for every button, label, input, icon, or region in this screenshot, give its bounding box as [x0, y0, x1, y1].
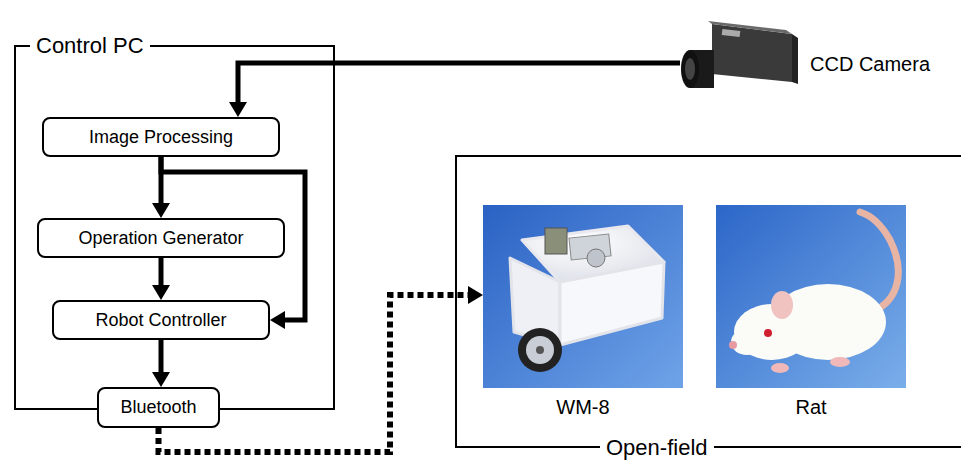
node-label: Robot Controller — [95, 310, 226, 331]
data-flow-arrow — [152, 258, 170, 300]
open-field-region: Open-fieldWM-8Rat — [455, 155, 961, 448]
node-label: WM-8 — [483, 395, 683, 419]
arrowhead — [152, 372, 170, 387]
node-label: Rat — [716, 395, 906, 419]
data-flow-arrow — [152, 340, 170, 387]
wm8-robot-photo — [483, 205, 683, 388]
node-label: Bluetooth — [120, 397, 196, 418]
rat-node: Rat — [716, 205, 906, 423]
process-box: Image Processing — [42, 117, 280, 157]
arrowhead — [270, 311, 285, 329]
node-label: Control PC — [30, 33, 150, 59]
process-box: Operation Generator — [37, 218, 285, 258]
node-label: Open-field — [600, 435, 714, 461]
data-flow-arrow — [229, 63, 680, 117]
node-label: CCD Camera — [810, 52, 930, 76]
bluetooth-box: Bluetooth — [97, 387, 220, 428]
robot-node: WM-8 — [483, 205, 683, 423]
arrowhead — [468, 286, 483, 304]
arrowhead — [229, 102, 247, 117]
camera-node: CCD Camera — [680, 20, 942, 106]
arrowhead — [152, 285, 170, 300]
control-pc-frame: Control PCImage ProcessingOperation Gene… — [14, 45, 335, 410]
connector-line — [238, 63, 680, 104]
process-box: Robot Controller — [52, 300, 270, 340]
rat-photo — [716, 205, 906, 388]
node-label: Image Processing — [89, 127, 233, 148]
connector-line — [159, 340, 164, 374]
connector-line — [159, 258, 164, 287]
node-label: Operation Generator — [78, 228, 243, 249]
arrowhead — [152, 203, 170, 218]
ccd-camera-picture — [681, 21, 798, 88]
